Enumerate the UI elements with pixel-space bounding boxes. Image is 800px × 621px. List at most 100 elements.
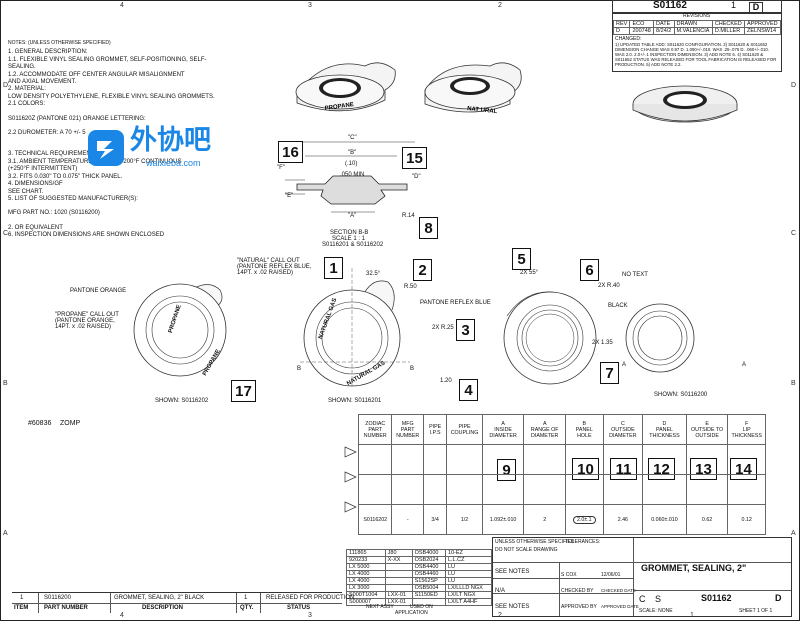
model-cell: X-XX: [384, 556, 413, 564]
tb-drawn-by: S COX: [561, 572, 577, 578]
note-line: SEE CHART.: [8, 188, 44, 195]
zone-side-a-right: A: [791, 530, 796, 537]
natural-callout-1: (PANTONE REFLEX BLUE,: [237, 264, 312, 270]
bom-part: S0116200: [44, 595, 71, 601]
chart-h-9-1: OUTSIDE TO: [690, 426, 724, 433]
chart-cell-lip: 0.12: [727, 504, 766, 535]
model-cell: 920233: [346, 556, 386, 564]
callout-4: 4: [459, 379, 478, 401]
model-cell: 10-EZ: [444, 549, 493, 557]
natural-dim120: 1.20: [440, 378, 452, 384]
note-line: 1.2. ACCOMMODATE OFF CENTER ANGULAR MISA…: [8, 71, 185, 78]
section-scale: SCALE 1 : 1: [332, 236, 366, 242]
natural-shown: SHOWN: S0116201: [328, 398, 382, 404]
rev-v-1: 200748: [629, 27, 655, 35]
chart-cell-coupling: 1/2: [446, 504, 483, 535]
natural-b-right: B: [410, 366, 415, 372]
sec-dim-e: "E": [285, 193, 294, 199]
zone-top-2: 2: [498, 2, 502, 9]
model-cell: [411, 598, 446, 606]
application-label: APPLICATION: [395, 610, 428, 616]
model-cell: LX 3000: [346, 584, 386, 592]
tb-scale: SCALE: NONE: [639, 608, 673, 614]
chart-cell-inside: 1.092±.010: [481, 504, 525, 535]
zone-top-3: 3: [308, 2, 312, 9]
model-cell: [384, 563, 413, 571]
svg-text:NAT URAL: NAT URAL: [467, 106, 498, 115]
callout-6: 6: [580, 259, 599, 281]
black-angle55: 2X 55°: [520, 270, 539, 276]
model-cell: OSB4460: [411, 570, 446, 578]
bom-qty: 1: [244, 595, 248, 601]
sec-dim-10: (.10): [345, 161, 358, 167]
natural-angle: 32.5°: [366, 271, 381, 277]
tb-size: C: [639, 594, 646, 604]
watermark-text: 外协吧: [130, 125, 211, 156]
chart-cell-thickness: 0.060±.010: [642, 504, 687, 535]
note-line: LOW DENSITY POLYETHYLENE, FLEXIBLE VINYL…: [8, 93, 215, 100]
model-cell: [384, 584, 413, 592]
rev-h-1: ECO: [629, 20, 655, 28]
iso-grommet-propane: PROPANE: [295, 62, 396, 112]
model-cell: LX 4000: [346, 577, 386, 585]
top-drawing-number: S01162: [653, 0, 687, 11]
sec-dim-f: "F": [277, 165, 285, 171]
chart-h-5-1: RANGE OF: [530, 426, 559, 433]
chart-cell-outside: 2.46: [602, 504, 644, 535]
title-block: UNLESS OTHERWISE SPECIFIED TOLERANCES: D…: [492, 537, 792, 617]
note-line: [8, 109, 278, 116]
chart-h-0-2: NUMBER: [363, 432, 387, 439]
watermark-icon: [88, 130, 124, 166]
zone-top-4: 4: [120, 2, 124, 9]
chart-cell-mfg: -: [391, 504, 424, 535]
chart-h-2-1: I.P.S: [429, 429, 441, 436]
note-line: 3.2. FITS 0.030" TO 0.075" THICK PANEL.: [8, 173, 123, 180]
section-bb-drawing: [285, 141, 415, 213]
sec-dim-050: .050 MIN: [340, 172, 365, 178]
chart-h-7-2: DIAMETER: [609, 432, 637, 439]
natural-reflex: PANTONE REFLEX BLUE: [420, 300, 491, 306]
rev-v-4: D.MILLER: [711, 27, 746, 35]
tb-approved-date: APPROVED DATE: [601, 604, 639, 609]
no-text-label: NO TEXT: [622, 272, 648, 278]
callout-7: 7: [600, 362, 619, 384]
watermark-url: waixieba.com: [146, 158, 201, 168]
tb-number: S01162: [701, 593, 732, 603]
black-shown: SHOWN: S0116200: [654, 392, 708, 398]
chart-h-4-2: DIAMETER: [489, 432, 517, 439]
pantone-orange-label: PANTONE ORANGE: [70, 288, 127, 294]
next-assy-label: NEXT ASSY: [366, 604, 394, 610]
tb-scale-note: DO NOT SCALE DRAWING: [495, 547, 558, 553]
chart-cell-outside-to: 0.62: [685, 504, 729, 535]
chart-h-2-0: PIPE: [429, 423, 442, 430]
isometric-views: PROPANE NAT URAL: [295, 62, 738, 123]
rev-v-2: 8/24/2: [653, 27, 675, 35]
chart-h-1-0: MFG: [401, 420, 414, 427]
zone-bottom-1: 1: [690, 612, 694, 619]
callout-16: 16: [278, 141, 303, 163]
chart-h-10-0: F: [745, 420, 749, 427]
black-r135: 2X 1.35: [592, 340, 613, 346]
natural-callout-0: "NATURAL" CALL OUT: [237, 258, 300, 264]
tb-checked: CHECKED BY: [561, 588, 594, 594]
rev-h-2: DATE: [653, 20, 675, 28]
natural-r25: 2X R.25: [432, 325, 454, 331]
section-title: SECTION B-B: [330, 230, 369, 236]
revision-block: REVISIONS REV ECO DATE DRAWN CHECKED APP…: [612, 12, 782, 72]
rev-v-5: ZELNSW14: [744, 27, 781, 35]
zone-side-d-right: D: [791, 82, 797, 89]
zone-side-c: C: [3, 230, 9, 237]
natural-view-drawing: [300, 268, 410, 388]
model-cell: LU: [444, 563, 493, 571]
chart-h-6-0: B: [582, 420, 587, 427]
note-line: MFG PART NO.: 1020 (S0116200): [8, 210, 100, 217]
black-a-right: A: [742, 362, 747, 368]
note-line: 1. GENERAL DESCRIPTION:: [8, 49, 88, 56]
